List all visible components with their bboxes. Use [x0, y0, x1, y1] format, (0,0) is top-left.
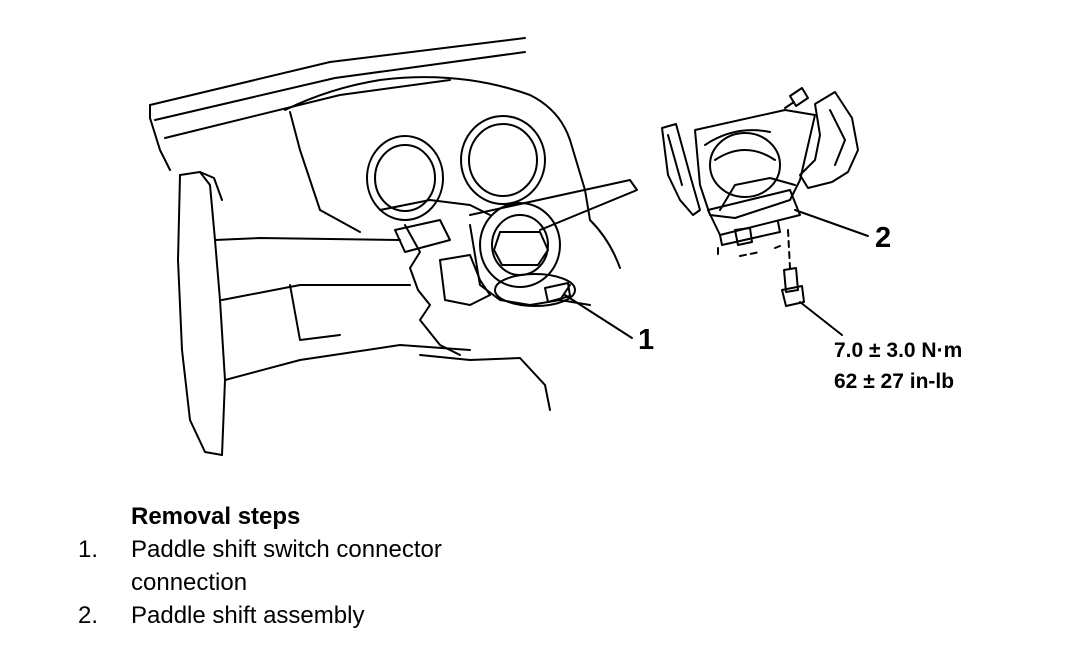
step-text-line: Paddle shift assembly — [131, 602, 365, 629]
leader-lines — [564, 209, 869, 339]
dashboard-drawing — [149, 37, 638, 456]
removal-step-1: 1. Paddle shift switch connector connect… — [78, 533, 598, 599]
callout-label-2: 2 — [875, 222, 892, 254]
callout-label-1: 1 — [638, 324, 655, 356]
leader-line-1 — [564, 294, 633, 339]
step-text-line: Paddle shift switch connector — [131, 536, 442, 563]
removal-steps: Removal steps 1. Paddle shift switch con… — [78, 500, 598, 632]
paddle-shift-assembly-drawing — [661, 87, 859, 307]
step-text: Paddle shift switch connector connection — [131, 533, 598, 599]
step-number: 1. — [78, 536, 99, 563]
leader-line-2 — [794, 209, 869, 237]
paddle-shift-removal-illustration — [149, 37, 869, 456]
leader-line-torque — [799, 301, 843, 336]
removal-steps-title: Removal steps — [131, 503, 301, 530]
torque-spec-inlb: 62 ± 27 in-lb — [834, 370, 955, 393]
step-number: 2. — [78, 602, 99, 629]
removal-step-2: 2. Paddle shift assembly — [78, 599, 598, 632]
step-text-line: connection — [131, 569, 248, 596]
torque-spec-nm: 7.0 ± 3.0 N·m — [834, 339, 963, 362]
step-text: Paddle shift assembly — [131, 599, 598, 632]
